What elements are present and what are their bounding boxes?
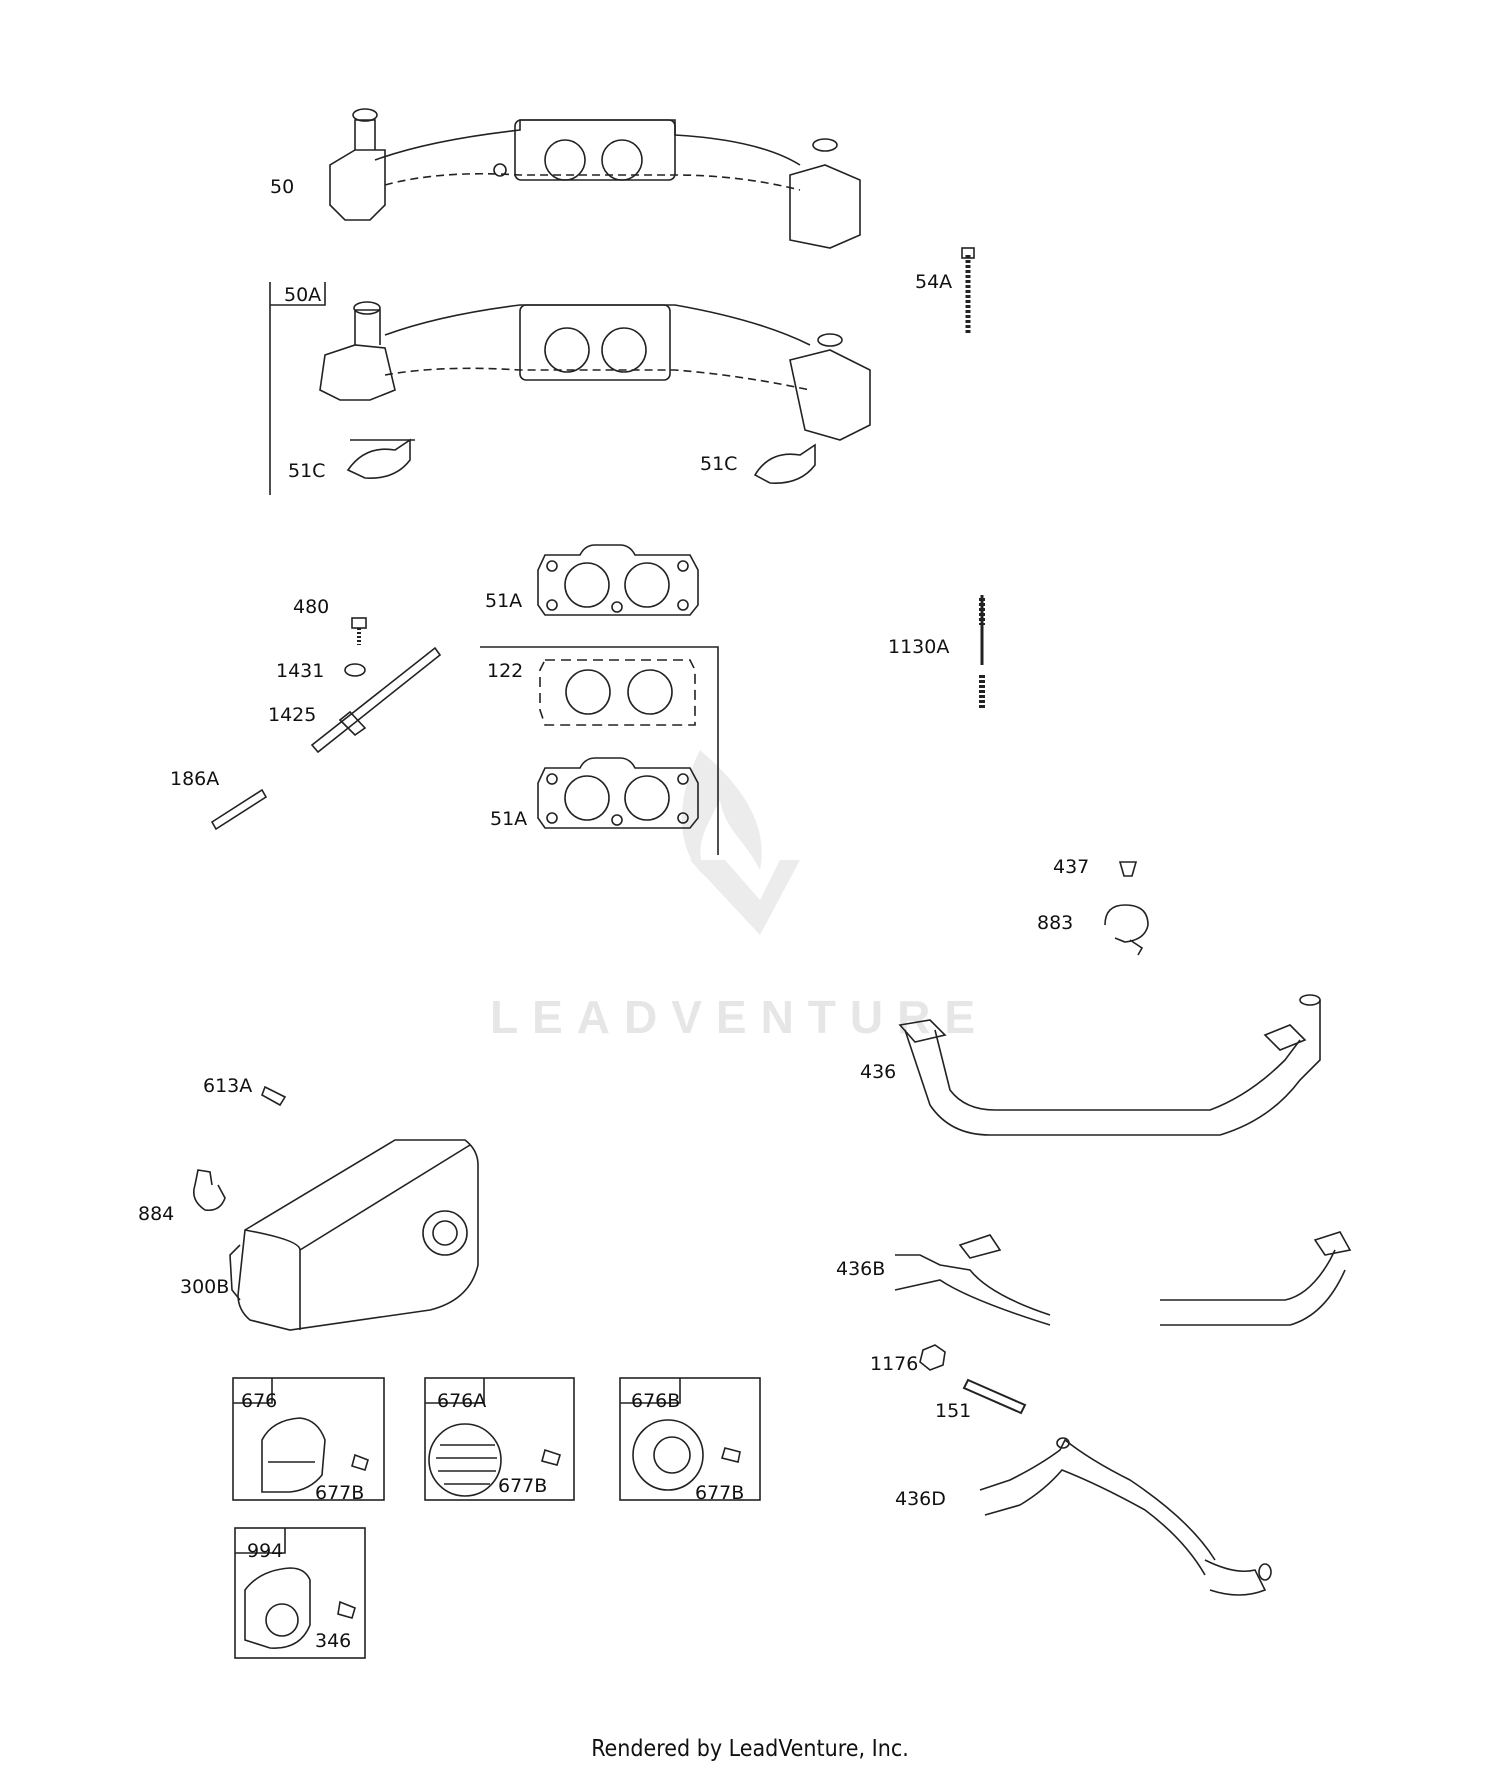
tube-1425 [310, 646, 442, 754]
kit-box-676 [232, 1377, 385, 1501]
exhaust-pipe-436B [894, 1231, 1352, 1326]
callout-54A: 54A [915, 271, 953, 293]
callout-1176: 1176 [870, 1353, 919, 1375]
guard-994 [244, 1567, 356, 1649]
callout-51A-bottom: 51A [490, 808, 528, 830]
callout-436B: 436B [836, 1258, 886, 1280]
kit-box-994 [234, 1527, 366, 1659]
clamp-883 [1104, 904, 1149, 943]
callout-884: 884 [138, 1203, 175, 1225]
gasket-51C-left [346, 438, 411, 479]
callout-676: 676 [241, 1390, 278, 1412]
guard-676B [632, 1419, 741, 1491]
callout-346: 346 [315, 1630, 352, 1652]
gasket-51C-right [753, 443, 816, 484]
manifold-50 [329, 108, 861, 249]
kit-box-676B [619, 1377, 761, 1501]
callout-676A: 676A [437, 1390, 487, 1412]
callout-51C-right: 51C [700, 453, 738, 475]
callout-186A: 186A [170, 768, 220, 790]
callout-1431: 1431 [276, 660, 325, 682]
callout-122: 122 [487, 660, 524, 682]
callout-677B-2: 677B [498, 1475, 548, 1497]
screw-613A [261, 1085, 287, 1107]
callout-51A-top: 51A [485, 590, 523, 612]
washer-1431 [344, 663, 366, 677]
exhaust-pipe-436D [979, 1437, 1272, 1596]
screw-437 [1118, 861, 1138, 877]
guard-676 [261, 1417, 369, 1493]
bracket-122 [480, 646, 719, 855]
callout-676B: 676B [631, 1390, 681, 1412]
callout-677B-1: 677B [315, 1482, 365, 1504]
callout-300B: 300B [180, 1276, 230, 1298]
callout-480: 480 [293, 596, 330, 618]
stud-151 [962, 1378, 1027, 1415]
callout-883: 883 [1037, 912, 1074, 934]
callout-50: 50 [270, 176, 295, 198]
exhaust-pipe-436 [898, 994, 1321, 1136]
nut-1176 [919, 1344, 946, 1371]
gasket-122 [539, 659, 696, 726]
screw-480 [351, 617, 367, 629]
callout-51C-left: 51C [288, 460, 326, 482]
footer-credit: Rendered by LeadVenture, Inc. [591, 1736, 909, 1762]
callout-994: 994 [247, 1540, 284, 1562]
muffler-300B [229, 1139, 479, 1331]
callout-436: 436 [860, 1061, 897, 1083]
callout-613A: 613A [203, 1075, 253, 1097]
guard-676A [428, 1423, 561, 1497]
manifold-50A [319, 301, 871, 441]
bracket-50A [270, 282, 326, 306]
pin-186A [210, 788, 268, 831]
gasket-51A-top [537, 544, 699, 616]
callout-1425: 1425 [268, 704, 317, 726]
clamp-884 [192, 1184, 226, 1212]
callout-677B-3: 677B [695, 1482, 745, 1504]
callout-437: 437 [1053, 856, 1090, 878]
callout-1130A: 1130A [888, 636, 950, 658]
callout-50A: 50A [284, 284, 322, 306]
watermark-text: LEADVENTURE [490, 991, 990, 1043]
callout-151: 151 [935, 1400, 972, 1422]
gasket-51A-bottom [537, 757, 699, 829]
callout-436D: 436D [895, 1488, 946, 1510]
kit-box-676A [424, 1377, 575, 1501]
